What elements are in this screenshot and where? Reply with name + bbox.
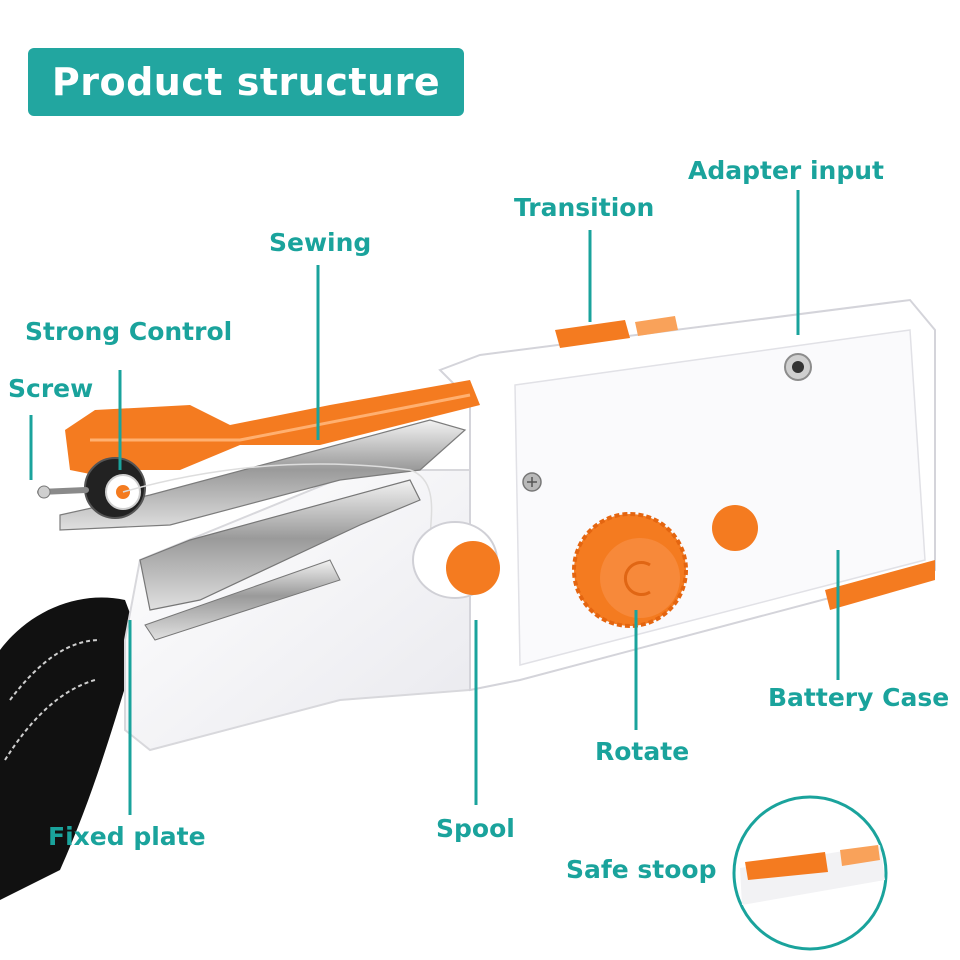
label-transition: Transition <box>514 193 655 222</box>
battery-case-strip <box>825 560 935 610</box>
label-fixed-plate: Fixed plate <box>48 822 206 851</box>
spool-cap <box>446 541 500 595</box>
label-rotate: Rotate <box>595 737 690 766</box>
transition-switch <box>555 320 630 348</box>
safe-stoop-inset <box>732 795 888 951</box>
page-title: Product structure <box>28 48 464 116</box>
leader-lines <box>29 190 840 815</box>
fixed-plate-bar <box>139 479 421 611</box>
sewing-arm <box>65 380 480 480</box>
label-strong-control: Strong Control <box>25 317 233 346</box>
rotate-wheel <box>572 512 688 628</box>
label-safe-stoop: Safe stoop <box>566 855 717 884</box>
label-battery-case: Battery Case <box>768 683 950 712</box>
label-sewing: Sewing <box>269 228 372 257</box>
label-spool: Spool <box>436 814 515 843</box>
fabric-strip <box>0 597 140 900</box>
needle-arm <box>59 419 467 531</box>
label-screw: Screw <box>8 374 94 403</box>
power-button <box>712 505 758 551</box>
label-adapter-input: Adapter input <box>688 156 884 185</box>
